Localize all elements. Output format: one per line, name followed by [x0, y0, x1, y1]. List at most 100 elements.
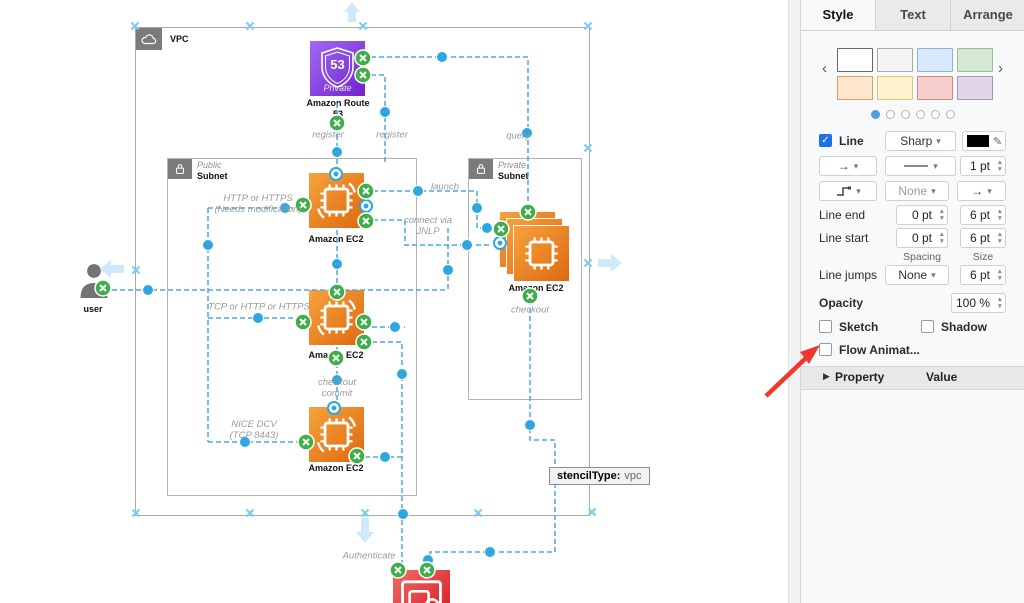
- nav-arrow-down-icon[interactable]: [356, 518, 374, 543]
- swatch-page-dot[interactable]: [886, 110, 895, 119]
- style-swatch[interactable]: [957, 48, 993, 72]
- spinner-up-icon[interactable]: ▲: [996, 208, 1003, 215]
- waypoint-handle[interactable]: [484, 546, 496, 558]
- nav-arrow-right-icon[interactable]: [598, 254, 622, 272]
- route53-inner-text: Private: [323, 83, 352, 93]
- swatch-next-icon[interactable]: ›: [998, 60, 1003, 77]
- swatch-page-dot[interactable]: [871, 110, 880, 119]
- ec2-node-3[interactable]: [309, 407, 364, 462]
- swatch-page-dot[interactable]: [916, 110, 925, 119]
- line-width-spinner[interactable]: 1 pt ▲▼: [960, 156, 1006, 176]
- line-dash-select[interactable]: ▾: [885, 156, 956, 176]
- registry-node[interactable]: [393, 570, 450, 603]
- pencil-icon: ✎: [993, 135, 1003, 148]
- user-node[interactable]: [76, 260, 112, 300]
- edge-label-jnlp: connect via JNLP: [403, 215, 453, 237]
- user-icon: [80, 264, 108, 298]
- line-jump-style-select[interactable]: None▾: [885, 181, 949, 201]
- spinner-down-icon[interactable]: ▼: [996, 238, 1003, 245]
- amazon-route53-node[interactable]: 53 Private: [310, 41, 365, 96]
- line-end-label: Line end: [819, 208, 866, 222]
- edge-label-http: HTTP or HTTPS (Needs modification): [214, 193, 302, 215]
- edge-label-checkout-commit: checkout commit: [317, 377, 357, 399]
- diagram-canvas[interactable]: VPC Public Subnet Private Subnet 53 Priv…: [0, 0, 788, 603]
- line-start-label: Line start: [819, 231, 869, 245]
- public-subnet-icon: [168, 159, 192, 179]
- route53-label-line2: 53: [332, 109, 344, 119]
- line-start-spacing-spinner[interactable]: 0 pt ▲▼: [896, 228, 948, 248]
- connection-start-select[interactable]: →▾: [819, 156, 877, 176]
- tooltip-key: stencilType:: [557, 470, 621, 482]
- line-checkbox[interactable]: ✓: [819, 134, 832, 147]
- property-header: Property: [835, 370, 885, 384]
- opacity-value: 100 %: [955, 296, 990, 310]
- ec2-label-2: Amazon EC2: [308, 350, 364, 360]
- arrowhead-select[interactable]: →▾: [957, 181, 1006, 201]
- chevron-down-icon: ▾: [933, 160, 938, 171]
- line-color-button[interactable]: ✎: [962, 131, 1006, 151]
- spinner-down-icon[interactable]: ▼: [938, 238, 945, 245]
- disclosure-icon[interactable]: ▶: [823, 371, 830, 381]
- spacing-column-header: Spacing: [903, 251, 941, 263]
- waypoint-handle[interactable]: [422, 554, 434, 566]
- flow-animation-checkbox[interactable]: [819, 343, 832, 356]
- shadow-label: Shadow: [941, 320, 988, 334]
- line-jumps-size-value: 6 pt: [969, 268, 990, 282]
- spinner-up-icon[interactable]: ▲: [996, 231, 1003, 238]
- spinner-down-icon[interactable]: ▼: [938, 215, 945, 222]
- ec2-stack-layer: [513, 225, 570, 282]
- property-section-header[interactable]: ▶ Property Value: [801, 366, 1024, 390]
- line-end-spacing-spinner[interactable]: 0 pt ▲▼: [896, 205, 948, 225]
- line-jumps-select[interactable]: None▾: [885, 265, 949, 285]
- spinner-down-icon[interactable]: ▼: [996, 275, 1003, 282]
- opacity-spinner[interactable]: 100 % ▲▼: [951, 293, 1006, 313]
- swatch-page-dot[interactable]: [946, 110, 955, 119]
- tab-arrange[interactable]: Arrange: [951, 0, 1024, 30]
- style-swatch[interactable]: [957, 76, 993, 100]
- vertical-scrollbar[interactable]: [788, 0, 801, 603]
- waypoint-style-select[interactable]: ▾: [819, 181, 877, 201]
- swatch-page-dot[interactable]: [901, 110, 910, 119]
- ec2-stack-label: Amazon EC2: [508, 283, 564, 293]
- tab-text[interactable]: Text: [876, 0, 951, 30]
- style-swatch[interactable]: [917, 48, 953, 72]
- spinner-down-icon[interactable]: ▼: [996, 215, 1003, 222]
- line-style-value: Sharp: [900, 134, 933, 148]
- line-start-size-value: 6 pt: [969, 231, 990, 245]
- style-swatch[interactable]: [837, 76, 873, 100]
- private-subnet-label: Subnet: [498, 171, 529, 181]
- line-style-select[interactable]: Sharp▾: [885, 131, 956, 151]
- chevron-down-icon: ▾: [987, 185, 992, 196]
- style-swatch[interactable]: [917, 76, 953, 100]
- spinner-up-icon[interactable]: ▲: [996, 296, 1003, 303]
- line-jumps-label: Line jumps: [819, 268, 878, 282]
- swatch-prev-icon[interactable]: ‹: [822, 60, 827, 77]
- public-subnet-container[interactable]: [167, 158, 417, 496]
- shadow-checkbox[interactable]: [921, 320, 934, 333]
- tab-style[interactable]: Style: [801, 0, 876, 30]
- check-icon: ✓: [821, 135, 830, 146]
- line-start-size-spinner[interactable]: 6 pt ▲▼: [960, 228, 1006, 248]
- line-jumps-size-spinner[interactable]: 6 pt ▲▼: [960, 265, 1006, 285]
- value-header: Value: [926, 370, 958, 384]
- style-swatch[interactable]: [877, 48, 913, 72]
- style-swatch[interactable]: [837, 48, 873, 72]
- spinner-up-icon[interactable]: ▲: [938, 208, 945, 215]
- spinner-up-icon[interactable]: ▲: [996, 268, 1003, 275]
- user-label: user: [83, 304, 103, 314]
- spinner-down-icon[interactable]: ▼: [996, 303, 1003, 310]
- tooltip-value: vpc: [624, 470, 642, 482]
- spinner-down-icon[interactable]: ▼: [996, 166, 1003, 173]
- ec2-node-1[interactable]: [309, 173, 364, 228]
- line-end-size-spinner[interactable]: 6 pt ▲▼: [960, 205, 1006, 225]
- ec2-node-2[interactable]: [309, 290, 364, 345]
- nav-arrow-up-icon[interactable]: [344, 2, 360, 22]
- swatch-page-dot[interactable]: [931, 110, 940, 119]
- edge-label-register-1: register: [312, 129, 344, 141]
- spinner-up-icon[interactable]: ▲: [938, 231, 945, 238]
- line-start-spacing-value: 0 pt: [911, 231, 932, 245]
- style-swatch[interactable]: [877, 76, 913, 100]
- sketch-checkbox[interactable]: [819, 320, 832, 333]
- spinner-up-icon[interactable]: ▲: [996, 159, 1003, 166]
